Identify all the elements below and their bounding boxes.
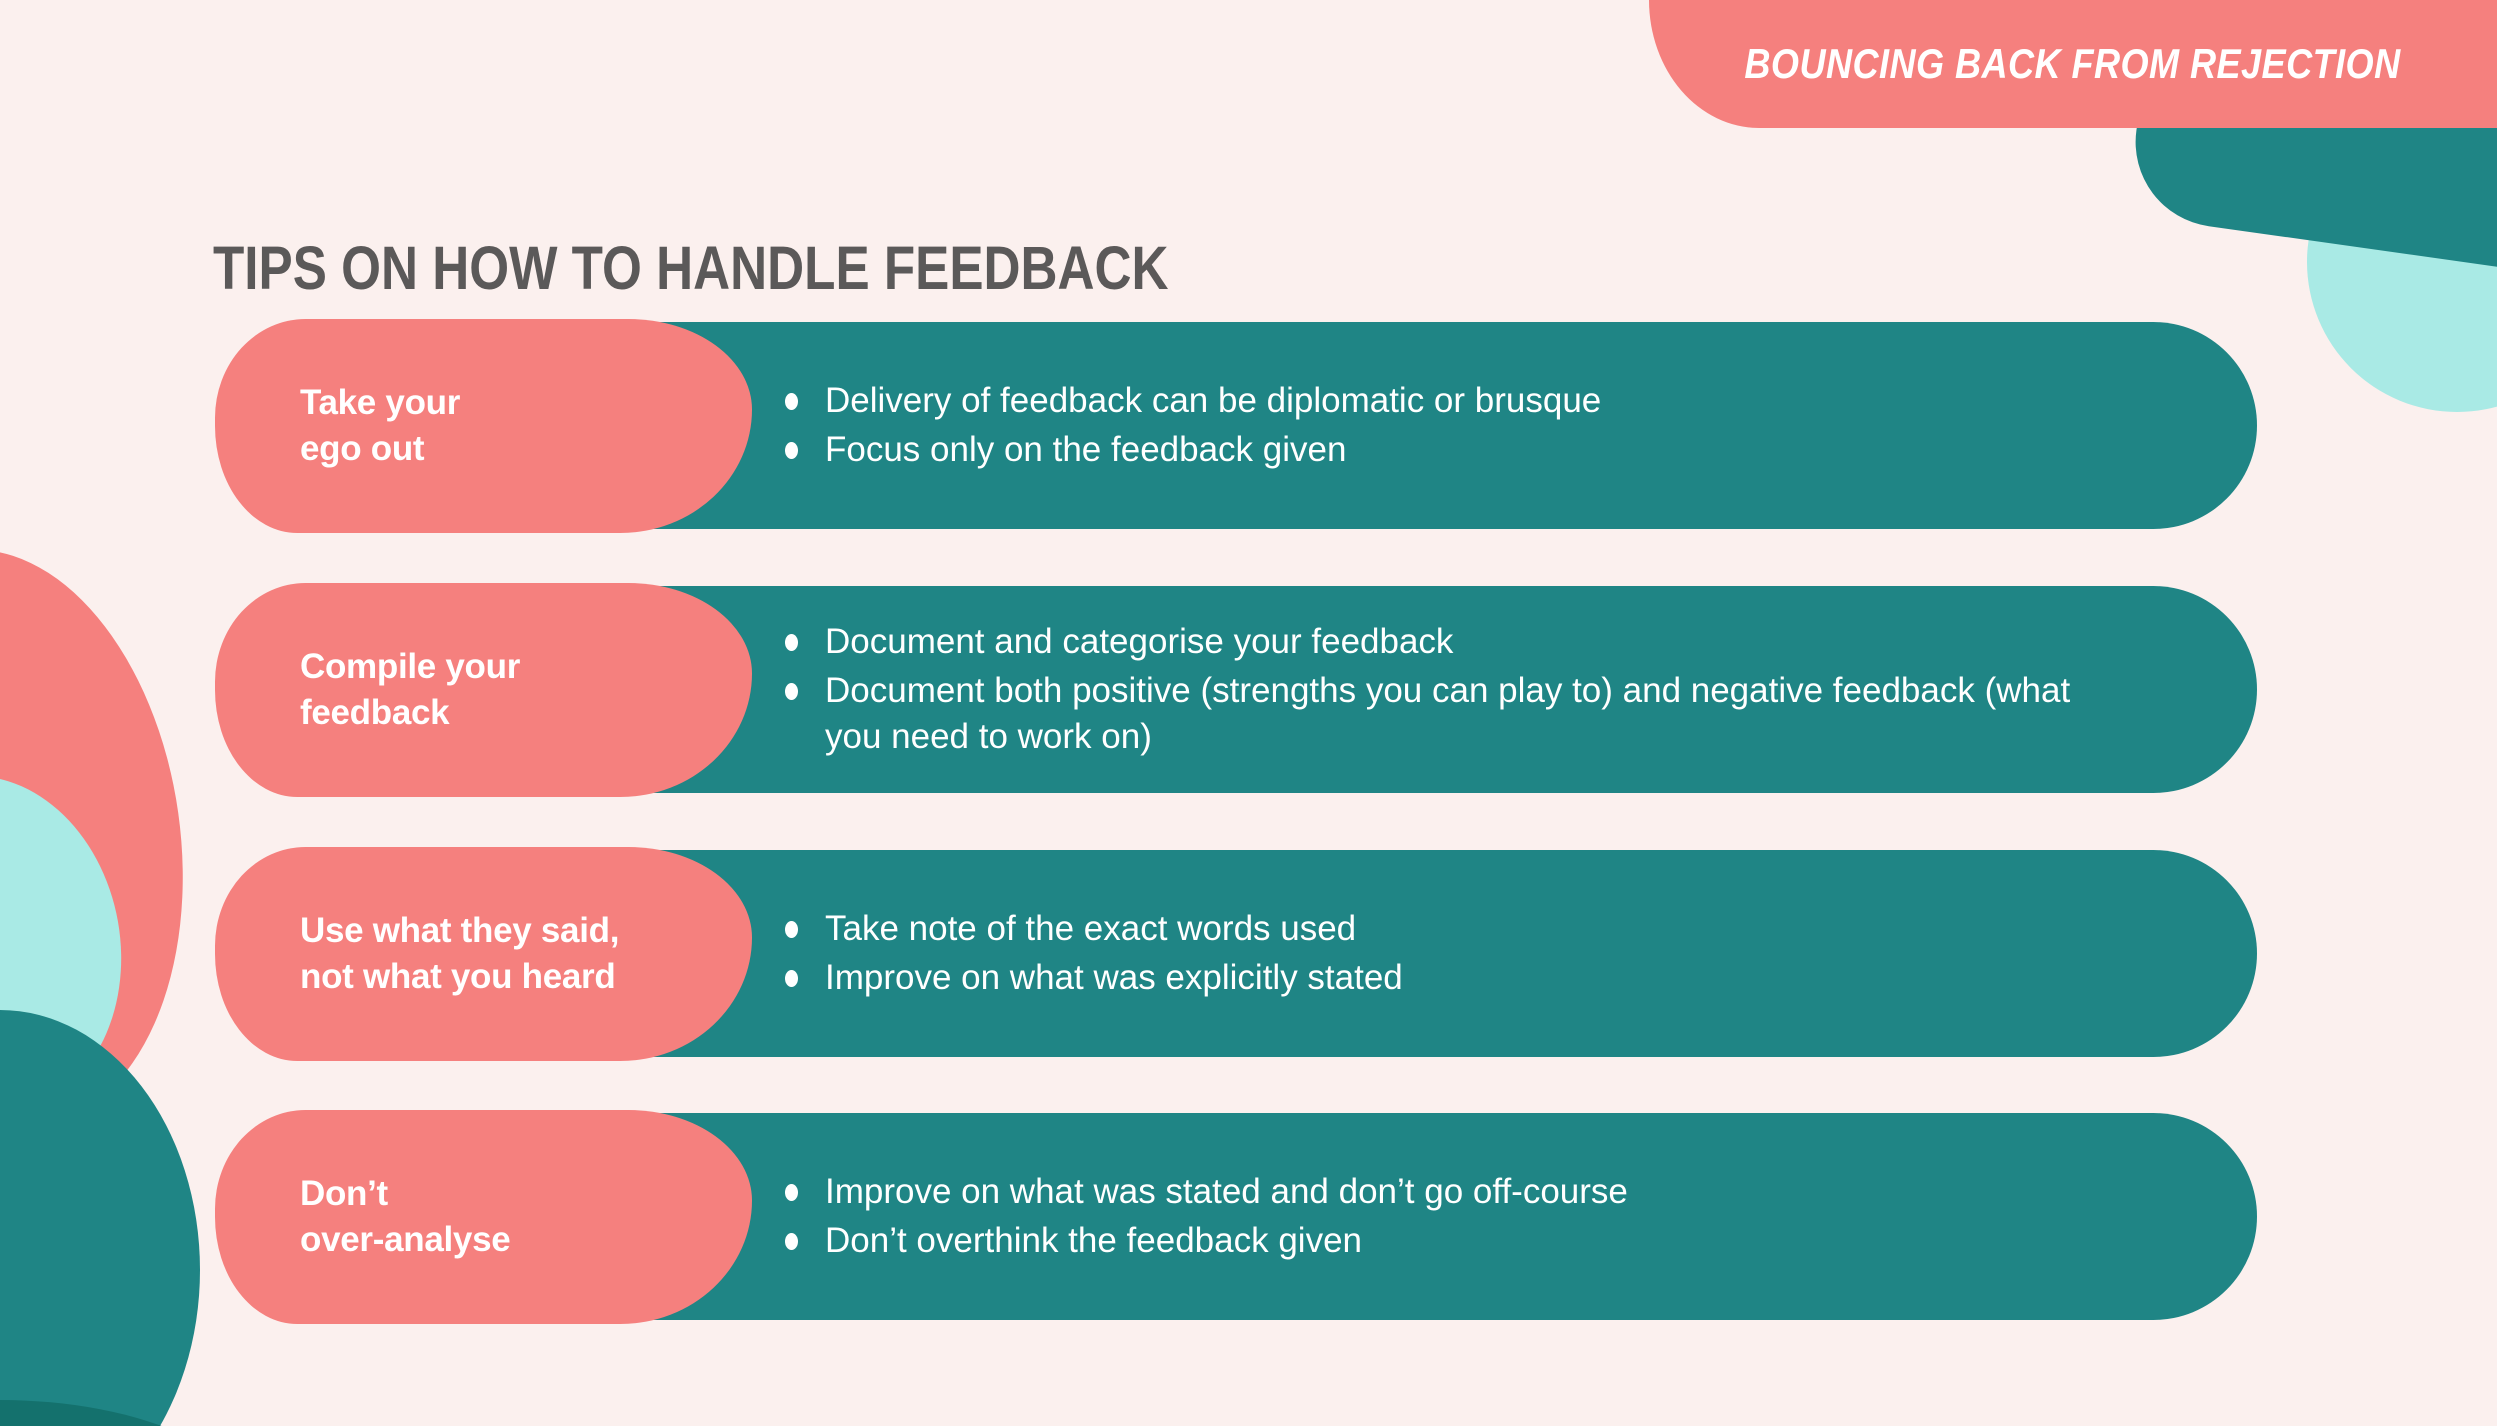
bullet-text: Document and categorise your feedback	[825, 622, 1454, 661]
tip-row-use-what-they-said: Take note of the exact words used Improv…	[0, 847, 2497, 1061]
tip-label-line: feedback	[300, 693, 450, 732]
bullet-item: Don’t overthink the feedback given	[785, 1218, 2185, 1264]
bullet-text: Improve on what was stated and don’t go …	[825, 1172, 1628, 1211]
tip-label-line: over-analyse	[300, 1220, 511, 1259]
tip-label-line: not what you heard	[300, 957, 616, 996]
bullet-text: Focus only on the feedback given	[825, 430, 1347, 469]
bullet-item: Document and categorise your feedback	[785, 619, 2185, 665]
page-title: TIPS ON HOW TO HANDLE FEEDBACK	[213, 234, 1169, 302]
bullet-dot-icon	[785, 442, 798, 459]
bullet-item: Improve on what was stated and don’t go …	[785, 1169, 2185, 1215]
bullet-text: Document both positive (strengths you ca…	[825, 671, 2071, 756]
bullet-list: Delivery of feedback can be diplomatic o…	[785, 322, 2185, 529]
bullet-item: Delivery of feedback can be diplomatic o…	[785, 378, 2185, 424]
tip-label-pill: Use what they said, not what you heard	[215, 847, 752, 1061]
bullet-list: Improve on what was stated and don’t go …	[785, 1113, 2185, 1320]
tip-label-pill: Don’t over-analyse	[215, 1110, 752, 1324]
tip-label: Use what they said, not what you heard	[215, 908, 619, 1000]
bullet-text: Delivery of feedback can be diplomatic o…	[825, 381, 1602, 420]
tip-label-line: Take your	[300, 383, 461, 422]
bullet-dot-icon	[785, 634, 798, 651]
bullet-list: Document and categorise your feedback Do…	[785, 586, 2185, 793]
tip-label: Compile your feedback	[215, 644, 520, 736]
bullet-dot-icon	[785, 921, 798, 938]
bullet-list: Take note of the exact words used Improv…	[785, 850, 2185, 1057]
tip-label-line: Use what they said,	[300, 911, 620, 950]
bullet-item: Document both positive (strengths you ca…	[785, 668, 2185, 760]
bullet-item: Improve on what was explicitly stated	[785, 955, 2185, 1001]
tip-label: Take your ego out	[215, 380, 460, 472]
tip-row-compile-your-feedback: Document and categorise your feedback Do…	[0, 583, 2497, 797]
tip-label-pill: Compile your feedback	[215, 583, 752, 797]
bullet-dot-icon	[785, 683, 798, 700]
tip-label-line: Don’t	[300, 1174, 388, 1213]
bullet-dot-icon	[785, 1184, 798, 1201]
bullet-text: Take note of the exact words used	[825, 909, 1357, 948]
tip-row-dont-over-analyse: Improve on what was stated and don’t go …	[0, 1110, 2497, 1324]
bullet-text: Don’t overthink the feedback given	[825, 1221, 1362, 1260]
header-badge-label: BOUNCING BACK FROM REJECTION	[1744, 40, 2402, 87]
bullet-dot-icon	[785, 1233, 798, 1250]
header-badge: BOUNCING BACK FROM REJECTION	[1649, 0, 2497, 128]
tip-label-pill: Take your ego out	[215, 319, 752, 533]
bullet-item: Take note of the exact words used	[785, 906, 2185, 952]
bullet-dot-icon	[785, 393, 798, 410]
tip-row-take-your-ego-out: Delivery of feedback can be diplomatic o…	[0, 319, 2497, 533]
bullet-dot-icon	[785, 970, 798, 987]
bullet-text: Improve on what was explicitly stated	[825, 958, 1403, 997]
tip-label-line: ego out	[300, 429, 425, 468]
bullet-item: Focus only on the feedback given	[785, 427, 2185, 473]
tip-label: Don’t over-analyse	[215, 1171, 511, 1263]
tip-label-line: Compile your	[300, 647, 521, 686]
